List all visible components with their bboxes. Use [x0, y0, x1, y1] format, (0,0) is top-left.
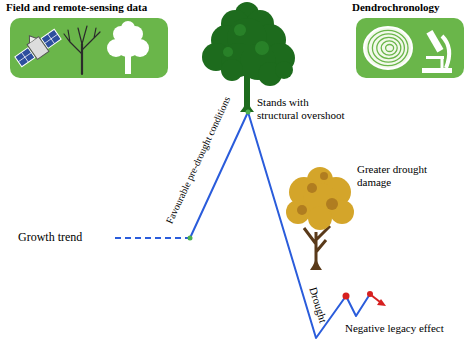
diagram-label: Negative legacy effect: [345, 322, 444, 335]
panel-icons: [356, 18, 464, 78]
point-dot: [188, 236, 193, 241]
trend-line: [115, 237, 190, 239]
panel-heading: Field and remote-sensing data: [6, 0, 168, 14]
tree-icon: [107, 21, 149, 74]
bare-tree-icon: [64, 26, 100, 74]
legacy-arrow-head: [377, 299, 386, 306]
panel-icons: [10, 18, 168, 78]
diagram-label: Favourable pre-drought conditions: [163, 94, 233, 225]
diagram-label: Stands with structural overshoot: [257, 96, 349, 122]
healthy-tree: [202, 2, 295, 112]
growth-line: [190, 112, 370, 338]
legacy-dot: [343, 293, 350, 300]
damaged-tree: [286, 167, 354, 270]
diagram-label: Growth trend: [18, 231, 82, 244]
satellite-icon: [10, 22, 63, 69]
panel-ground: [10, 18, 168, 78]
image-panel: Field and remote-sensing data: [6, 0, 168, 78]
peak-dot: [246, 110, 251, 115]
image-panel: Dendrochronology: [352, 0, 464, 78]
microscope-icon: [422, 30, 452, 73]
tree-ring-icon: [364, 27, 412, 69]
legacy-arrow: [371, 295, 380, 302]
diagram-label: Greater drought damage: [357, 163, 449, 189]
panel-heading: Dendrochronology: [352, 0, 464, 14]
panel-ground: [356, 18, 464, 78]
